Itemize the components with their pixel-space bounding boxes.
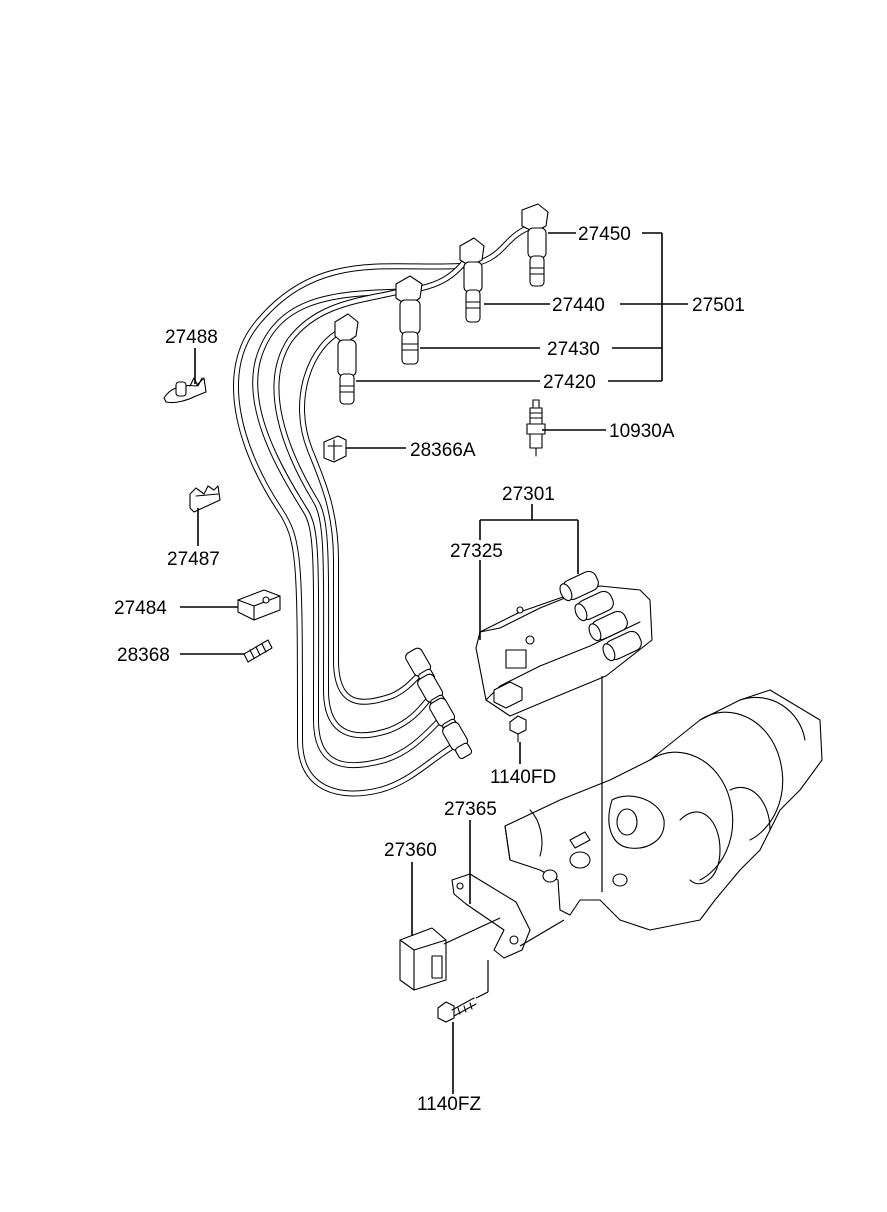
- label-27484: 27484: [114, 598, 167, 619]
- label-27325: 27325: [450, 541, 503, 562]
- bolt-1140FZ: [437, 997, 477, 1023]
- label-1140FZ: 1140FZ: [417, 1094, 481, 1115]
- label-27420: 27420: [543, 372, 596, 393]
- ignition-module-27360: [399, 927, 447, 991]
- wire-holder-27487: [189, 485, 221, 513]
- label-27501: 27501: [692, 295, 745, 316]
- intake-manifold: [504, 689, 823, 931]
- label-10930A: 10930A: [609, 421, 675, 442]
- label-27440: 27440: [552, 295, 605, 316]
- label-27488: 27488: [165, 327, 218, 348]
- wire-clip-27488: [163, 377, 207, 404]
- label-27365: 27365: [444, 799, 497, 820]
- spark-plug-wire-set: [233, 203, 549, 797]
- label-28368: 28368: [117, 645, 170, 666]
- label-27487: 27487: [167, 549, 220, 570]
- label-27360: 27360: [384, 840, 437, 861]
- ignition-coil-27301: [475, 570, 653, 717]
- label-27430: 27430: [547, 339, 600, 360]
- spark-plug-boot-27430: [395, 275, 423, 365]
- coil-end-boots: [405, 647, 473, 760]
- label-27450: 27450: [578, 224, 631, 245]
- spark-plug-boot-27420: [334, 313, 359, 405]
- spark-plug-10930A: [526, 399, 546, 457]
- wire-holder-28366A: [323, 435, 347, 463]
- spark-plug-boot-27440: [459, 237, 485, 323]
- label-27301: 27301: [502, 484, 555, 505]
- label-1140FD: 1140FD: [490, 767, 556, 788]
- spark-plug-boot-27450: [521, 203, 549, 287]
- part-number-labels: 27450 27440 27501 27430 27420 27488 1093…: [114, 224, 745, 1115]
- bolt-1140FD: [509, 715, 527, 743]
- wire-separator-27484: [237, 589, 281, 621]
- leader-lines: [180, 232, 688, 1094]
- label-28366A: 28366A: [410, 440, 476, 461]
- clip-28368: [243, 639, 273, 663]
- coil-bracket-27365: [451, 873, 531, 959]
